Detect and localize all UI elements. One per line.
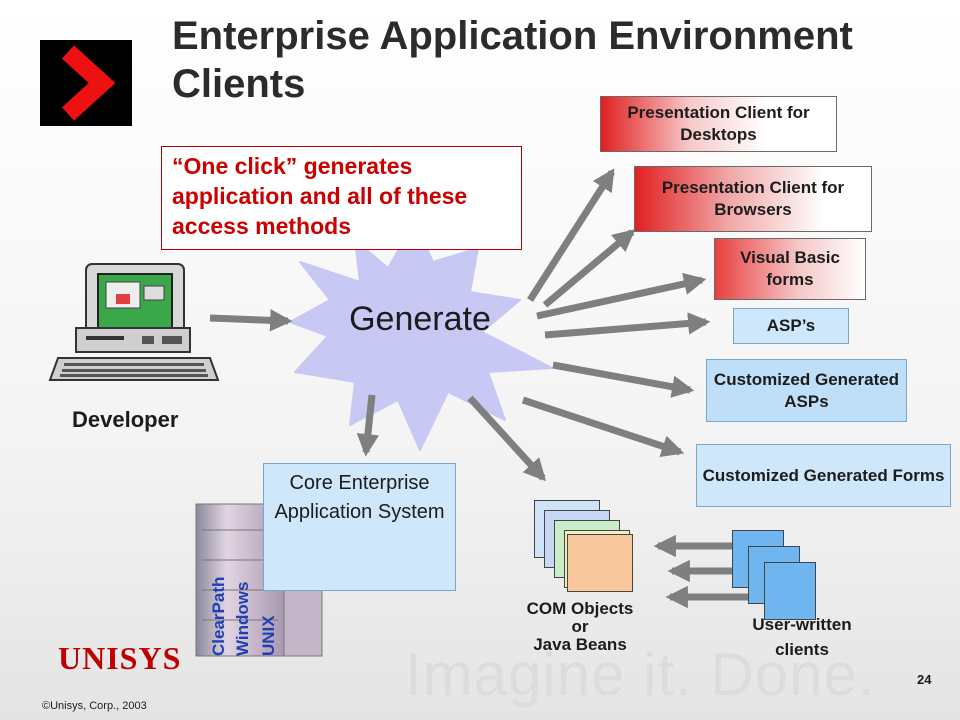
arrow-to-core [356,394,380,457]
output-asps: ASP’s [733,308,849,344]
copyright: ©Unisys, Corp., 2003 [42,700,147,712]
output-desktops: Presentation Client for Desktops [600,96,837,152]
arrow-to-asps [544,312,711,339]
one-click-callout: “One click” generates application and al… [161,146,522,250]
arrow-to-custom-forms [521,396,685,457]
arrow-to-com-objects [467,395,547,482]
page-title: Enterprise Application Environment Clien… [172,14,853,106]
com-objects-label: COM Objects or Java Beans [505,600,655,654]
generate-label: Generate [349,300,491,338]
com-line-3: Java Beans [533,635,627,654]
output-custom-asps: Customized Generated ASPs [706,359,907,422]
arrow-developer-to-generate [209,309,293,332]
unisys-logo: UNISYS [58,640,182,676]
server-label-unix: UNIX [259,615,278,656]
computer-icon [48,263,220,381]
output-browsers: Presentation Client for Browsers [634,166,872,232]
user-client-card [764,562,816,620]
server-label-clearpath: ClearPath [209,576,228,656]
page-number: 24 [917,672,932,687]
arrow-to-browsers [542,229,636,308]
arrow-to-vb-forms [536,272,707,320]
generate-burst [289,221,553,451]
server-label-windows: Windows [233,581,252,656]
com-line-2: or [571,617,589,636]
arrow-to-custom-asps [552,361,695,398]
tagline-watermark: Imagine it. Done. [405,641,876,708]
com-objects-stack [534,500,644,596]
logo-chevron [40,40,132,126]
output-vb-forms: Visual Basic forms [714,238,866,300]
com-card [567,534,633,592]
arrow-to-desktops [527,168,615,302]
developer-label: Developer [72,407,179,432]
com-line-1: COM Objects [526,599,634,618]
user-written-clients-label: User-written clients [752,615,852,659]
user-clients-stack [732,530,822,620]
core-enterprise-system-box: Core Enterprise Application System [263,463,456,591]
output-custom-forms: Customized Generated Forms [696,444,951,507]
